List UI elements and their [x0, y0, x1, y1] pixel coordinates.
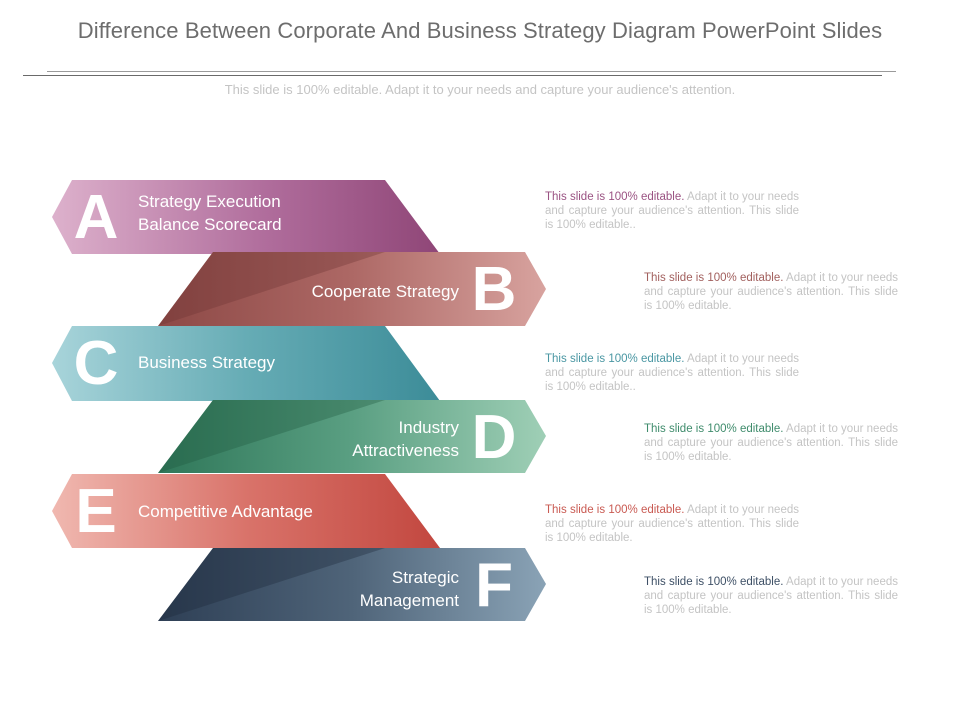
step-desc-a: This slide is 100% editable. Adapt it to…: [545, 190, 799, 232]
step-label-e-line1: Competitive Advantage: [138, 502, 313, 521]
banner-e: [52, 474, 440, 548]
step-desc-f-rest: Adapt it to your needs and capture your …: [644, 576, 898, 616]
step-desc-a-rest: Adapt it to your needs and capture your …: [545, 191, 799, 231]
step-desc-b-lead: This slide is 100% editable.: [644, 272, 784, 284]
banner-a: [52, 180, 440, 254]
step-desc-e-rest: Adapt it to your needs and capture your …: [545, 504, 799, 544]
step-desc-c-lead: This slide is 100% editable.: [545, 353, 685, 365]
banner-f: [158, 548, 546, 621]
step-label-c: Business Strategy: [138, 351, 275, 374]
step-letter-b: B: [471, 255, 517, 324]
step-label-d-line1: Industry: [398, 418, 459, 437]
banner-c: [52, 326, 440, 401]
step-label-e: Competitive Advantage: [138, 500, 313, 523]
step-letter-e: E: [75, 477, 117, 546]
slide-title: Difference Between Corporate And Busines…: [77, 18, 883, 43]
step-desc-d-rest: Adapt it to your needs and capture your …: [644, 423, 898, 463]
step-label-c-line1: Business Strategy: [138, 353, 276, 372]
step-label-f: Strategic Management: [259, 566, 459, 612]
step-desc-f: This slide is 100% editable. Adapt it to…: [644, 575, 898, 617]
step-label-f-line1: Strategic: [391, 568, 459, 587]
banner-b: [158, 252, 546, 326]
title-divider-bottom: [23, 75, 882, 76]
title-divider-top: [47, 71, 896, 72]
step-label-f-line2: Management: [359, 591, 459, 610]
banner-d-fold: [158, 400, 385, 473]
step-desc-a-lead: This slide is 100% editable.: [545, 191, 685, 203]
banner-d: [158, 400, 546, 473]
slide-subtitle: This slide is 100% editable. Adapt it to…: [224, 82, 736, 97]
banner-b-fold: [158, 252, 385, 326]
step-label-b-line1: Cooperate Strategy: [311, 282, 459, 301]
step-letter-d: D: [471, 403, 517, 472]
step-label-d: Industry Attractiveness: [259, 416, 459, 462]
step-label-d-line2: Attractiveness: [352, 441, 459, 460]
step-label-a-line1: Strategy Execution: [138, 192, 281, 211]
step-desc-b-rest: Adapt it to your needs and capture your …: [644, 272, 898, 312]
step-desc-d-lead: This slide is 100% editable.: [644, 423, 784, 435]
step-letter-c: C: [73, 329, 119, 398]
banner-f-fold: [158, 548, 385, 621]
step-desc-f-lead: This slide is 100% editable.: [644, 576, 784, 588]
step-desc-d: This slide is 100% editable. Adapt it to…: [644, 422, 898, 464]
step-desc-e: This slide is 100% editable. Adapt it to…: [545, 503, 799, 545]
step-desc-c: This slide is 100% editable. Adapt it to…: [545, 352, 799, 394]
step-desc-e-lead: This slide is 100% editable.: [545, 504, 685, 516]
step-letter-a: A: [73, 183, 119, 252]
step-label-b: Cooperate Strategy: [259, 280, 459, 303]
step-label-a-line2: Balance Scorecard: [138, 215, 282, 234]
step-label-a: Strategy Execution Balance Scorecard: [138, 190, 282, 236]
step-desc-b: This slide is 100% editable. Adapt it to…: [644, 271, 898, 313]
step-letter-f: F: [475, 551, 513, 620]
step-desc-c-rest: Adapt it to your needs and capture your …: [545, 353, 799, 393]
